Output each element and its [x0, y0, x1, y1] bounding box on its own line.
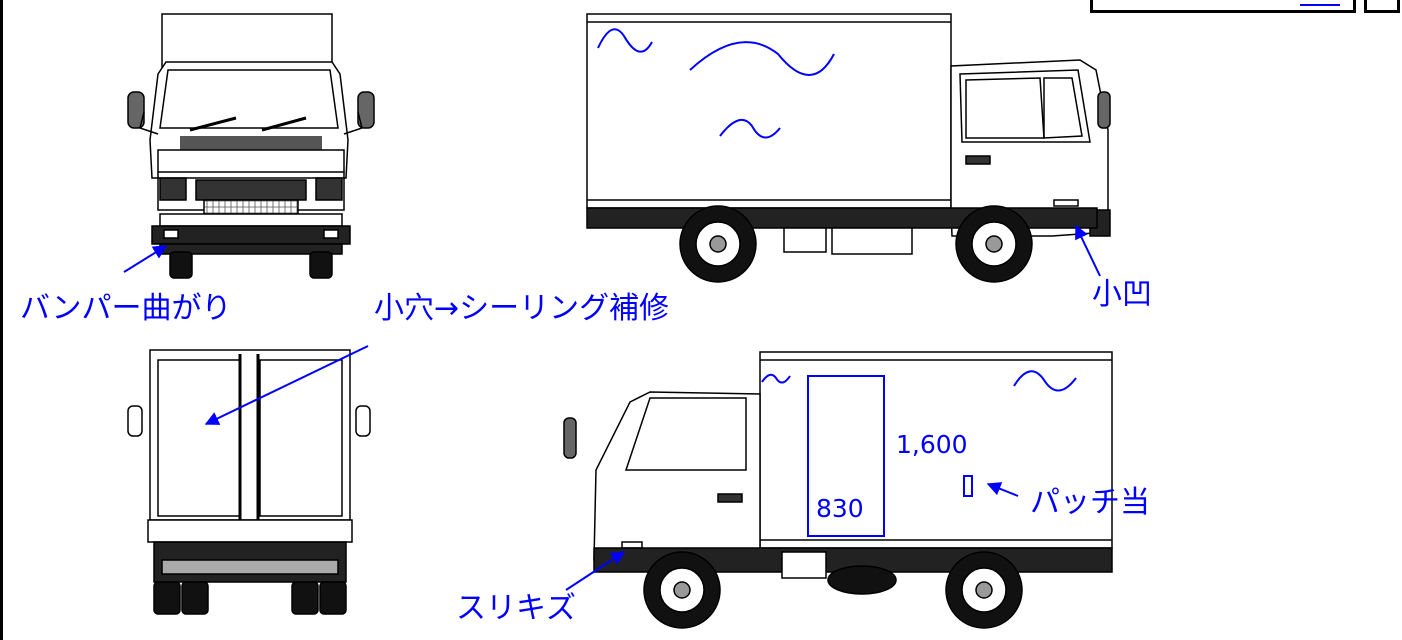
header-link-underline — [1300, 4, 1340, 6]
patch-label: パッチ当 — [1030, 485, 1150, 520]
scratch-mark — [597, 28, 653, 53]
scratch-mark — [761, 373, 791, 384]
header-box-small — [1364, 0, 1400, 13]
front-view-truck — [127, 13, 375, 279]
scratch-mark — [689, 41, 835, 76]
scratch-label: スリキズ — [456, 591, 576, 626]
height-dimension-label: 1,600 — [896, 430, 968, 459]
patch-arrow — [986, 482, 1019, 497]
width-dimension-label: 830 — [816, 494, 864, 523]
left-side-truck — [563, 351, 1113, 629]
scratch-arrow — [565, 551, 626, 591]
header-box — [1090, 0, 1356, 13]
patch-area-rect — [807, 375, 885, 537]
bumper-bent-label: バンパー曲がり — [20, 291, 232, 326]
dent-arrow — [1075, 224, 1101, 277]
rear-view-truck — [127, 349, 371, 615]
scratch-mark — [719, 118, 781, 139]
patch-mark — [963, 475, 973, 497]
hole-seal-repair-label: 小穴→シーリング補修 — [374, 291, 670, 326]
damage-marks — [123, 28, 1101, 591]
page-left-border — [0, 0, 3, 640]
scratch-mark — [1013, 370, 1077, 392]
dent-label: 小凹 — [1092, 277, 1152, 312]
hole-arrow — [204, 345, 369, 425]
bumper-arrow — [123, 245, 168, 273]
right-side-truck — [586, 13, 1111, 283]
